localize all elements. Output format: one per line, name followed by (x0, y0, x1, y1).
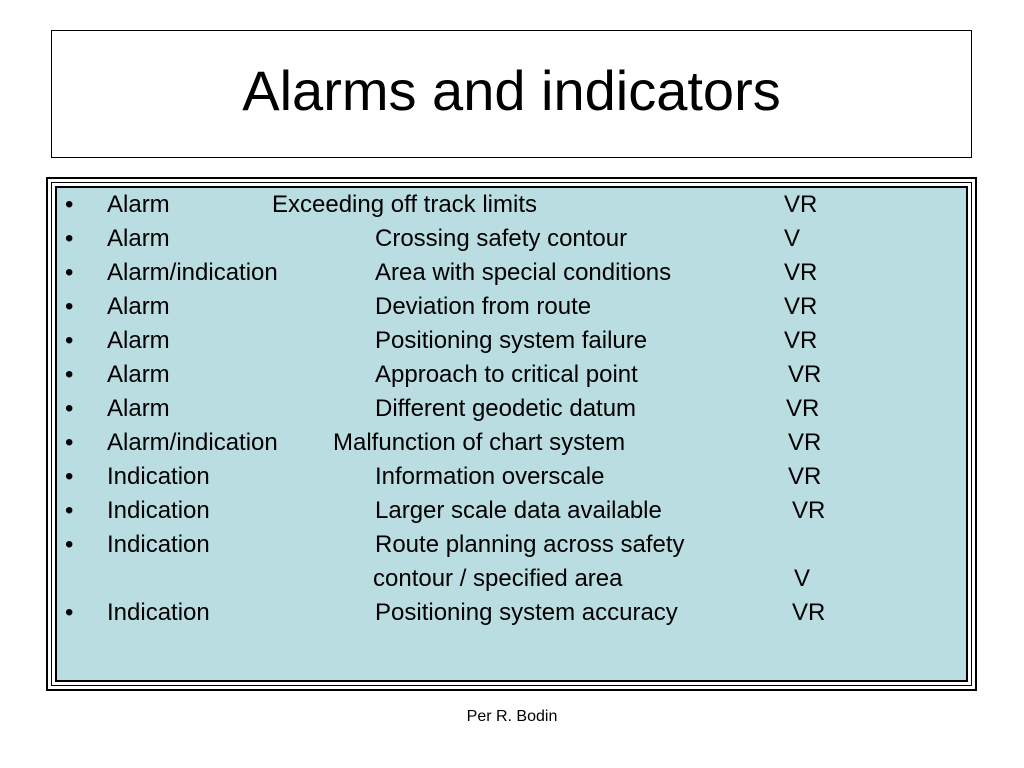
list-item: • Alarm/indication Malfunction of chart … (57, 426, 966, 460)
bullet-icon: • (65, 599, 74, 626)
list-item: • Alarm Approach to critical point VR (57, 358, 966, 392)
bullet-icon: • (65, 429, 74, 456)
item-code: VR (784, 293, 818, 320)
item-type: Indication (107, 531, 210, 558)
item-type: Alarm (107, 225, 170, 252)
item-code: VR (792, 599, 826, 626)
item-code: V (794, 565, 811, 592)
title-box: Alarms and indicators (51, 30, 972, 158)
list-item: • Alarm/indication Area with special con… (57, 256, 966, 290)
item-description: Route planning across safety (375, 531, 685, 558)
bullet-icon: • (65, 463, 74, 490)
item-code: VR (784, 327, 818, 354)
item-code: VR (788, 463, 822, 490)
item-type: Alarm/indication (107, 429, 278, 456)
item-description-line2: contour / specified area (373, 565, 623, 592)
list-item: • Indication Larger scale data available… (57, 494, 966, 528)
item-code: VR (784, 259, 818, 286)
item-type: Indication (107, 497, 210, 524)
bullet-icon: • (65, 395, 74, 422)
item-description: Area with special conditions (375, 259, 672, 286)
list-item: • Indication Information overscale VR (57, 460, 966, 494)
list-item: • Alarm Different geodetic datum VR (57, 392, 966, 426)
item-description: Information overscale (375, 463, 605, 490)
item-type: Indication (107, 599, 210, 626)
list-item-continuation: contour / specified area V (57, 562, 966, 596)
item-type: Alarm (107, 361, 170, 388)
item-code: VR (784, 191, 818, 218)
item-description: Different geodetic datum (375, 395, 637, 422)
item-code: VR (792, 497, 826, 524)
item-type: Alarm (107, 327, 170, 354)
item-type: Alarm (107, 293, 170, 320)
item-type: Indication (107, 463, 210, 490)
item-type: Alarm/indication (107, 259, 278, 286)
item-description: Exceeding off track limits (272, 191, 537, 218)
item-description: Approach to critical point (375, 361, 638, 388)
item-description: Positioning system accuracy (375, 599, 678, 626)
item-description: Deviation from route (375, 293, 592, 320)
content-box: • Alarm Exceeding off track limits VR • … (46, 177, 977, 691)
item-code: VR (788, 361, 822, 388)
footer-author: Per R. Bodin (466, 708, 558, 725)
bullet-icon: • (65, 293, 74, 320)
bullet-icon: • (65, 361, 74, 388)
list-item: • Indication Positioning system accuracy… (57, 596, 966, 630)
content-inner-frame: • Alarm Exceeding off track limits VR • … (51, 182, 972, 686)
bullet-icon: • (65, 225, 74, 252)
list-item: • Alarm Deviation from route VR (57, 290, 966, 324)
item-description: Crossing safety contour (375, 225, 628, 252)
bullet-icon: • (65, 327, 74, 354)
item-code: VR (788, 429, 822, 456)
bullet-icon: • (65, 531, 74, 558)
bullet-icon: • (65, 191, 74, 218)
content-area: • Alarm Exceeding off track limits VR • … (55, 186, 968, 682)
list-item: • Indication Route planning across safet… (57, 528, 966, 562)
item-description: Malfunction of chart system (333, 429, 626, 456)
item-type: Alarm (107, 395, 170, 422)
list-item: • Alarm Exceeding off track limits VR (57, 188, 966, 222)
item-code: V (784, 225, 801, 252)
item-code: VR (786, 395, 820, 422)
slide-title: Alarms and indicators (242, 59, 781, 122)
item-type: Alarm (107, 191, 170, 218)
item-description: Larger scale data available (375, 497, 662, 524)
item-description: Positioning system failure (375, 327, 648, 354)
bullet-icon: • (65, 259, 74, 286)
bullet-icon: • (65, 497, 74, 524)
list-item: • Alarm Positioning system failure VR (57, 324, 966, 358)
list-item: • Alarm Crossing safety contour V (57, 222, 966, 256)
